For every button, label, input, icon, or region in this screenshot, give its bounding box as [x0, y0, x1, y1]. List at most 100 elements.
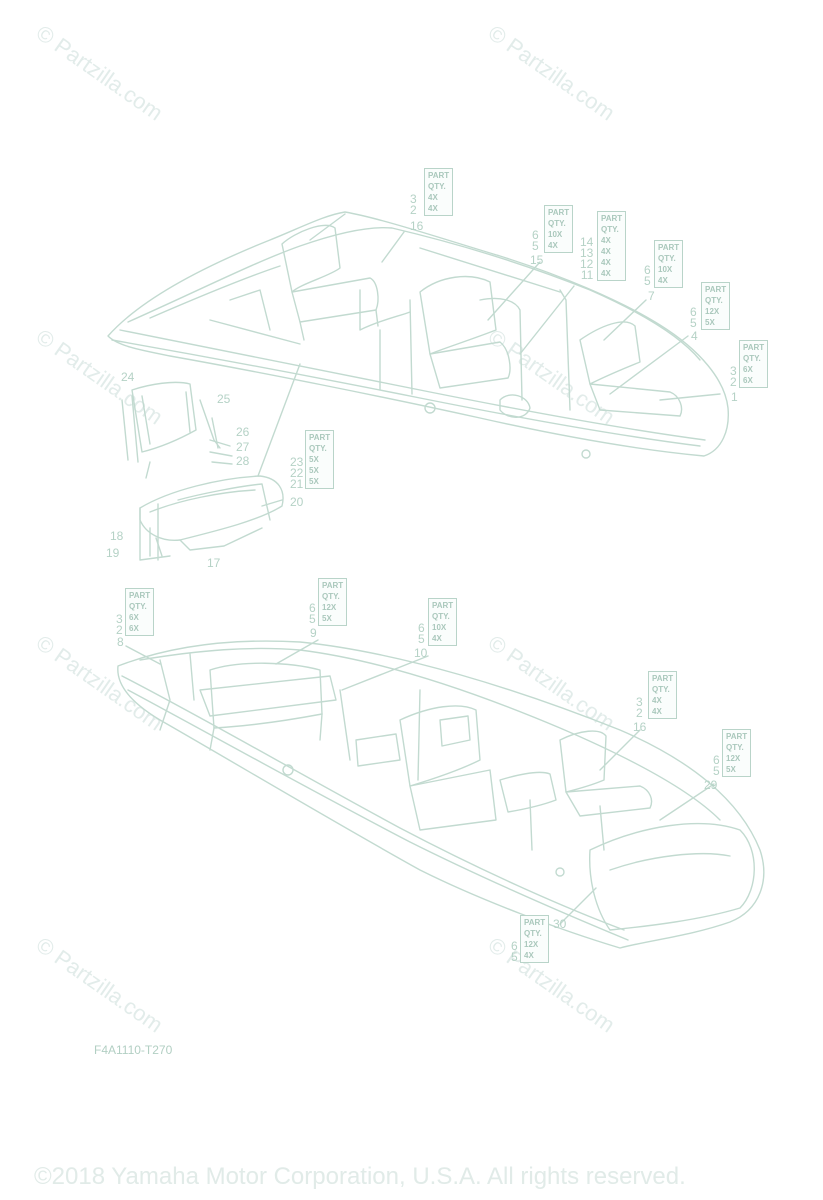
part-number: 2 [116, 623, 123, 637]
part-numbers: 23 22 21 [290, 456, 304, 491]
qty-value: 4X [652, 707, 662, 716]
qty-box: PART QTY. 4X 4X [424, 168, 454, 216]
qty-value: 12X [524, 940, 539, 949]
qty-label: QTY. [524, 929, 542, 938]
qty-box: PART QTY. 6X 6X [125, 588, 155, 636]
qty-value: 4X [601, 236, 611, 245]
part-number: 6 [418, 621, 425, 635]
part-label: PART [658, 243, 680, 252]
part-number: 2 [730, 375, 737, 389]
qty-label: QTY. [432, 612, 450, 621]
part-label: PART [428, 171, 450, 180]
qty-box: PART QTY. 12X 5X [701, 282, 731, 330]
qty-value: 5X [309, 477, 319, 486]
part-number: 5 [713, 764, 720, 778]
qty-value: 4X [658, 276, 668, 285]
qty-box: PART QTY. 6X 6X [739, 340, 769, 388]
part-label: PART [601, 214, 623, 223]
part-label: PART [548, 208, 570, 217]
qty-box: PART QTY. 10X 4X [654, 240, 684, 288]
part-number: 5 [644, 274, 651, 288]
part-label: PART [309, 433, 331, 442]
part-numbers: 3 2 [636, 695, 643, 720]
callout-19: 19 [106, 546, 120, 560]
callout-20: 20 [290, 495, 304, 509]
qty-label: QTY. [548, 219, 566, 228]
qty-label: QTY. [726, 743, 744, 752]
qty-value: 12X [322, 603, 337, 612]
callout-16: 16 [633, 720, 647, 734]
part-number: 11 [580, 268, 594, 282]
callout-7: 7 [648, 289, 655, 303]
qty-value: 5X [322, 614, 332, 623]
part-number: 5 [309, 612, 316, 626]
part-numbers: 6 5 [418, 621, 425, 646]
qty-value: 6X [129, 624, 139, 633]
qty-value: 6X [129, 613, 139, 622]
part-label: PART [743, 343, 765, 352]
qty-label: QTY. [658, 254, 676, 263]
qty-value: 4X [601, 269, 611, 278]
part-label: PART [524, 918, 546, 927]
part-label: PART [432, 601, 454, 610]
part-numbers: 6 5 [532, 228, 539, 253]
qty-label: QTY. [601, 225, 619, 234]
part-label: PART [129, 591, 151, 600]
qty-value: 4X [432, 634, 442, 643]
callout-15: 15 [530, 253, 544, 267]
qty-value: 10X [432, 623, 447, 632]
callout-25: 25 [217, 392, 231, 406]
qty-box: PART QTY. 12X 5X [318, 578, 348, 626]
qty-value: 10X [658, 265, 673, 274]
qty-value: 6X [743, 376, 753, 385]
part-numbers: 14 13 12 11 [580, 235, 594, 282]
qty-value: 4X [428, 204, 438, 213]
callout-8: 8 [117, 635, 124, 649]
part-label: PART [322, 581, 344, 590]
qty-value: 10X [548, 230, 563, 239]
callout-16: 16 [410, 219, 424, 233]
qty-value: 5X [309, 455, 319, 464]
part-number: 3 [730, 364, 737, 378]
part-numbers: 6 5 [511, 940, 518, 963]
callout-24: 24 [121, 370, 135, 384]
part-number: 3 [636, 695, 643, 709]
part-number: 6 [532, 228, 539, 242]
part-number: 5 [418, 632, 425, 646]
qty-box: PART QTY. 10X 4X [544, 205, 574, 253]
qty-box: PART QTY. 10X 4X [428, 598, 458, 646]
part-numbers: 6 5 [644, 264, 651, 288]
callout-27: 27 [236, 440, 250, 454]
qty-box: PART QTY. 5X 5X 5X [305, 430, 335, 489]
part-number: 14 [580, 235, 594, 249]
qty-value: 5X [726, 765, 736, 774]
part-number: 12 [580, 257, 594, 271]
callout-29: 29 [704, 778, 718, 792]
qty-box: PART QTY. 12X 4X [520, 915, 550, 963]
copyright-notice: ©2018 Yamaha Motor Corporation, U.S.A. A… [34, 1163, 686, 1190]
callout-28: 28 [236, 454, 250, 468]
qty-label: QTY. [322, 592, 340, 601]
qty-value: 4X [601, 247, 611, 256]
qty-value: 5X [705, 318, 715, 327]
callout-1: 1 [731, 390, 738, 404]
part-number: 21 [290, 477, 304, 491]
qty-label: QTY. [705, 296, 723, 305]
qty-box: PART QTY. 4X 4X [648, 671, 678, 719]
part-numbers: 3 2 [410, 193, 417, 216]
part-number: 13 [580, 246, 594, 260]
part-numbers: 6 5 [690, 306, 697, 330]
part-number: 5 [532, 239, 539, 253]
qty-label: QTY. [652, 685, 670, 694]
callout-17: 17 [207, 556, 221, 570]
part-number: 2 [636, 706, 643, 720]
part-number: 3 [116, 612, 123, 626]
part-number: 5 [690, 316, 697, 330]
qty-value: 4X [428, 193, 438, 202]
qty-value: 12X [705, 307, 720, 316]
callout-10: 10 [414, 646, 428, 660]
part-label: PART [726, 732, 748, 741]
part-number: 6 [309, 601, 316, 615]
part-number: 22 [290, 466, 304, 480]
